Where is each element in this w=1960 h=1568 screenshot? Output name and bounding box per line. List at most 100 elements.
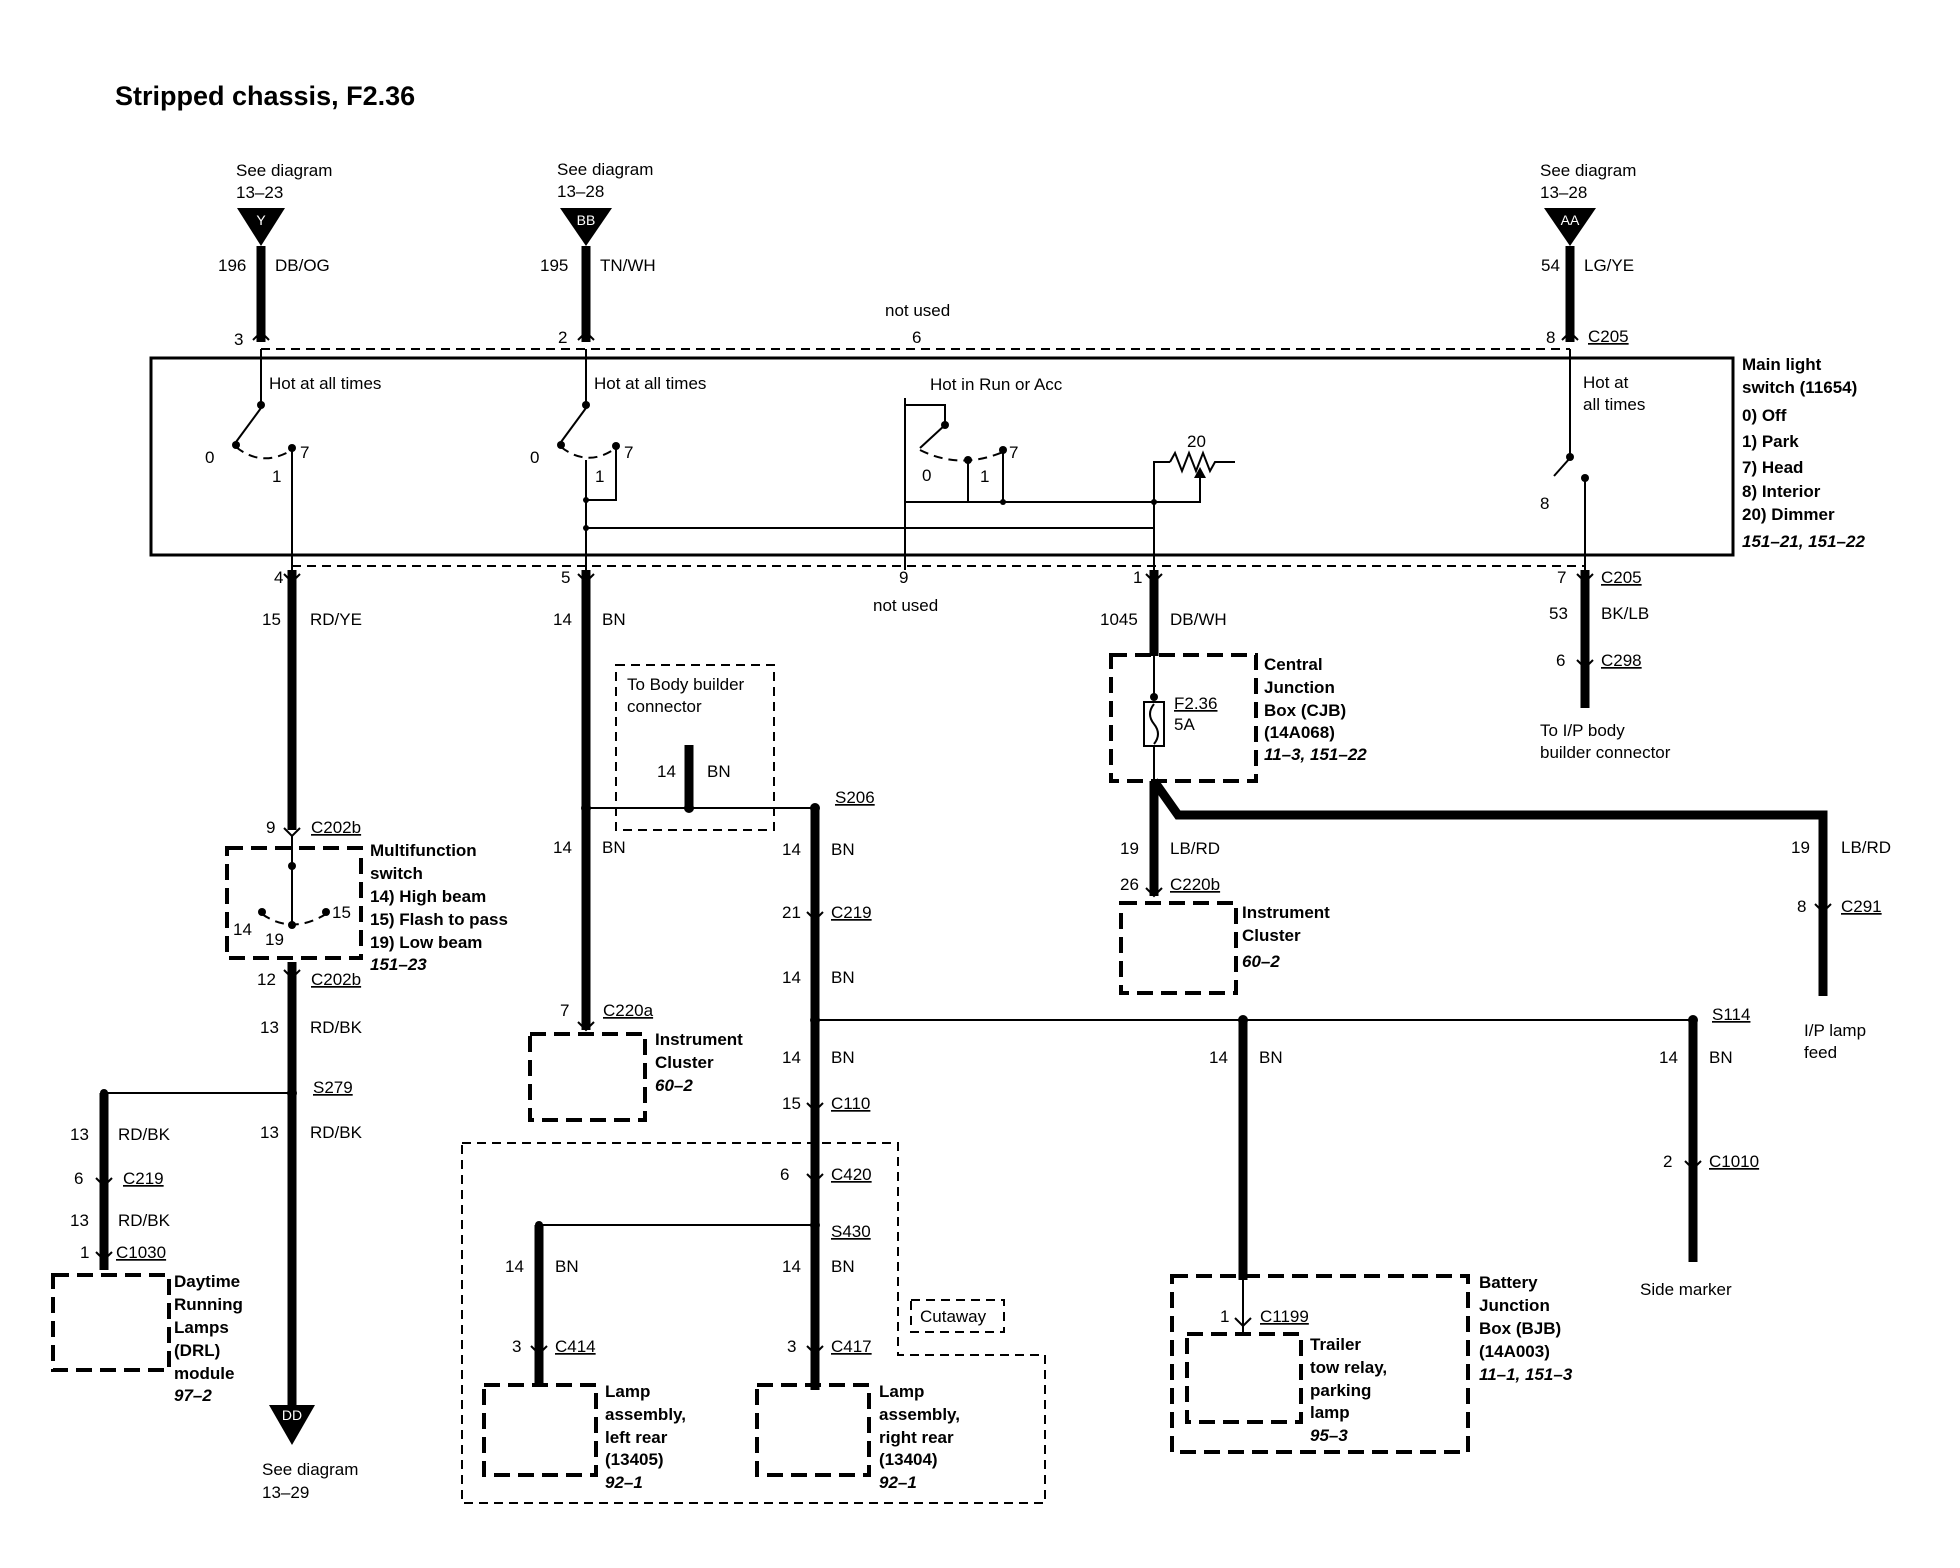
- body-builder-box[interactable]: [615, 664, 775, 831]
- position-label: 0: [205, 448, 214, 467]
- wire-number: 14: [782, 1257, 801, 1276]
- lamp-left-rear-box[interactable]: [482, 1383, 598, 1477]
- page-ref: 92–1: [605, 1473, 643, 1492]
- dimmer-resistor-icon: [1169, 450, 1235, 474]
- pin-number: 9: [266, 818, 275, 837]
- connector-label: C205: [1601, 568, 1642, 587]
- legend-line: Multifunction: [370, 841, 477, 860]
- pin-number: 6: [1556, 651, 1565, 670]
- fuse-rating: 5A: [1174, 715, 1195, 734]
- connector-label: C417: [831, 1337, 872, 1356]
- legend-line: Central: [1264, 655, 1323, 674]
- switch-position-arc: [261, 913, 327, 926]
- ip-body-label: builder connector: [1540, 743, 1671, 762]
- wire-color: BN: [831, 840, 855, 859]
- chevron-icon: [577, 573, 595, 584]
- legend-line: 0) Off: [1742, 406, 1787, 425]
- legend-line: Junction: [1264, 678, 1335, 697]
- body-builder-label: To Body builder: [627, 675, 745, 694]
- source-ref-aa[interactable]: See diagram 13–28 AA: [1540, 161, 1636, 246]
- cjb-legend: Central Junction Box (CJB) (14A068) 11–3…: [1264, 655, 1367, 764]
- multifunction-switch-box[interactable]: [225, 846, 363, 960]
- wire-number: 53: [1549, 604, 1568, 623]
- chevron-icon: [806, 1102, 824, 1113]
- chevron-icon: [283, 827, 301, 838]
- wire-number: 14: [1659, 1048, 1678, 1067]
- source-ref-bb[interactable]: See diagram 13–28 BB: [557, 160, 653, 246]
- drl-module-legend: Daytime Running Lamps (DRL) module 97–2: [174, 1272, 243, 1405]
- contact-dot: [258, 908, 266, 916]
- bjb-legend: Battery Junction Box (BJB) (14A003) 11–1…: [1479, 1273, 1573, 1384]
- chevron-icon: [252, 330, 270, 341]
- chevron-icon: [1234, 1317, 1252, 1328]
- connector-label: C110: [831, 1094, 870, 1113]
- connector-label: C220a: [603, 1001, 654, 1020]
- page-ref: 11–3, 151–22: [1264, 745, 1367, 764]
- chevron-icon: [95, 1251, 113, 1262]
- main-light-switch-box[interactable]: [149, 356, 1735, 557]
- position-label: 20: [1187, 432, 1206, 451]
- switch-position-arc: [235, 446, 293, 460]
- pin-number: 6: [912, 328, 921, 347]
- battery-junction-box[interactable]: [1170, 1274, 1470, 1454]
- contact-dot: [941, 421, 949, 429]
- diagram-title: Stripped chassis, F2.36: [115, 81, 415, 111]
- position-label: 0: [922, 466, 931, 485]
- pin-number: 15: [782, 1094, 801, 1113]
- legend-line: Trailer: [1310, 1335, 1361, 1354]
- legend-line: assembly,: [879, 1405, 960, 1424]
- source-ref-y[interactable]: See diagram 13–23 Y: [236, 161, 332, 246]
- drl-module-box[interactable]: [51, 1273, 171, 1372]
- fuse-label: F2.36: [1174, 694, 1217, 713]
- dest-ref-dd[interactable]: DD See diagram 13–29: [262, 1405, 358, 1502]
- wire-number: 14: [657, 762, 676, 781]
- wire-number: 196: [218, 256, 246, 275]
- switch-position-arc: [919, 449, 1004, 462]
- contact-dot: [1566, 453, 1574, 461]
- legend-line: Daytime: [174, 1272, 240, 1291]
- legend-line: parking: [1310, 1381, 1371, 1400]
- instrument-cluster-box-a[interactable]: [528, 1032, 647, 1122]
- pin-number: 3: [234, 330, 243, 349]
- pin-number: 12: [257, 970, 276, 989]
- contact-dot: [557, 441, 565, 449]
- pin-number: 8: [1546, 328, 1555, 347]
- connector-letter: BB: [577, 212, 596, 228]
- chevron-icon: [95, 1177, 113, 1188]
- contact-dot: [1150, 693, 1158, 701]
- diagram-ref: 13–23: [236, 183, 283, 202]
- legend-line: Battery: [1479, 1273, 1538, 1292]
- central-junction-box[interactable]: [1109, 653, 1258, 783]
- chevron-icon: [1576, 659, 1594, 670]
- position-label: 14: [233, 920, 252, 939]
- legend-line: 14) High beam: [370, 887, 486, 906]
- legend-line: (14A068): [1264, 723, 1335, 742]
- pin-number: 8: [1797, 897, 1806, 916]
- pin-number: 7: [1557, 568, 1566, 587]
- pin-number: 3: [512, 1337, 521, 1356]
- pin-number: 5: [561, 568, 570, 587]
- wire-color: DB/WH: [1170, 610, 1227, 629]
- splice-label: S206: [835, 788, 875, 807]
- instrument-cluster-box-b[interactable]: [1119, 901, 1238, 995]
- pin-number: 1: [80, 1243, 89, 1262]
- position-label: 7: [1009, 443, 1018, 462]
- wire-number: 54: [1541, 256, 1560, 275]
- see-diagram-label: See diagram: [236, 161, 332, 180]
- connector-label: C219: [831, 903, 872, 922]
- connector-label: C1030: [116, 1243, 166, 1262]
- contact-dot: [232, 441, 240, 449]
- legend-line: tow relay,: [1310, 1358, 1387, 1377]
- contact-dot: [322, 908, 330, 916]
- lamp-right-rear-box[interactable]: [755, 1383, 871, 1477]
- chevron-icon: [530, 1345, 548, 1356]
- position-label: 7: [624, 443, 633, 462]
- pin-number: 9: [899, 568, 908, 587]
- chevron-icon: [1684, 1160, 1702, 1171]
- wire-color: LB/RD: [1841, 838, 1891, 857]
- page-ref: 92–1: [879, 1473, 917, 1492]
- chevron-icon: [1145, 887, 1163, 898]
- pin-number: 21: [782, 903, 801, 922]
- trailer-relay-box[interactable]: [1185, 1332, 1303, 1424]
